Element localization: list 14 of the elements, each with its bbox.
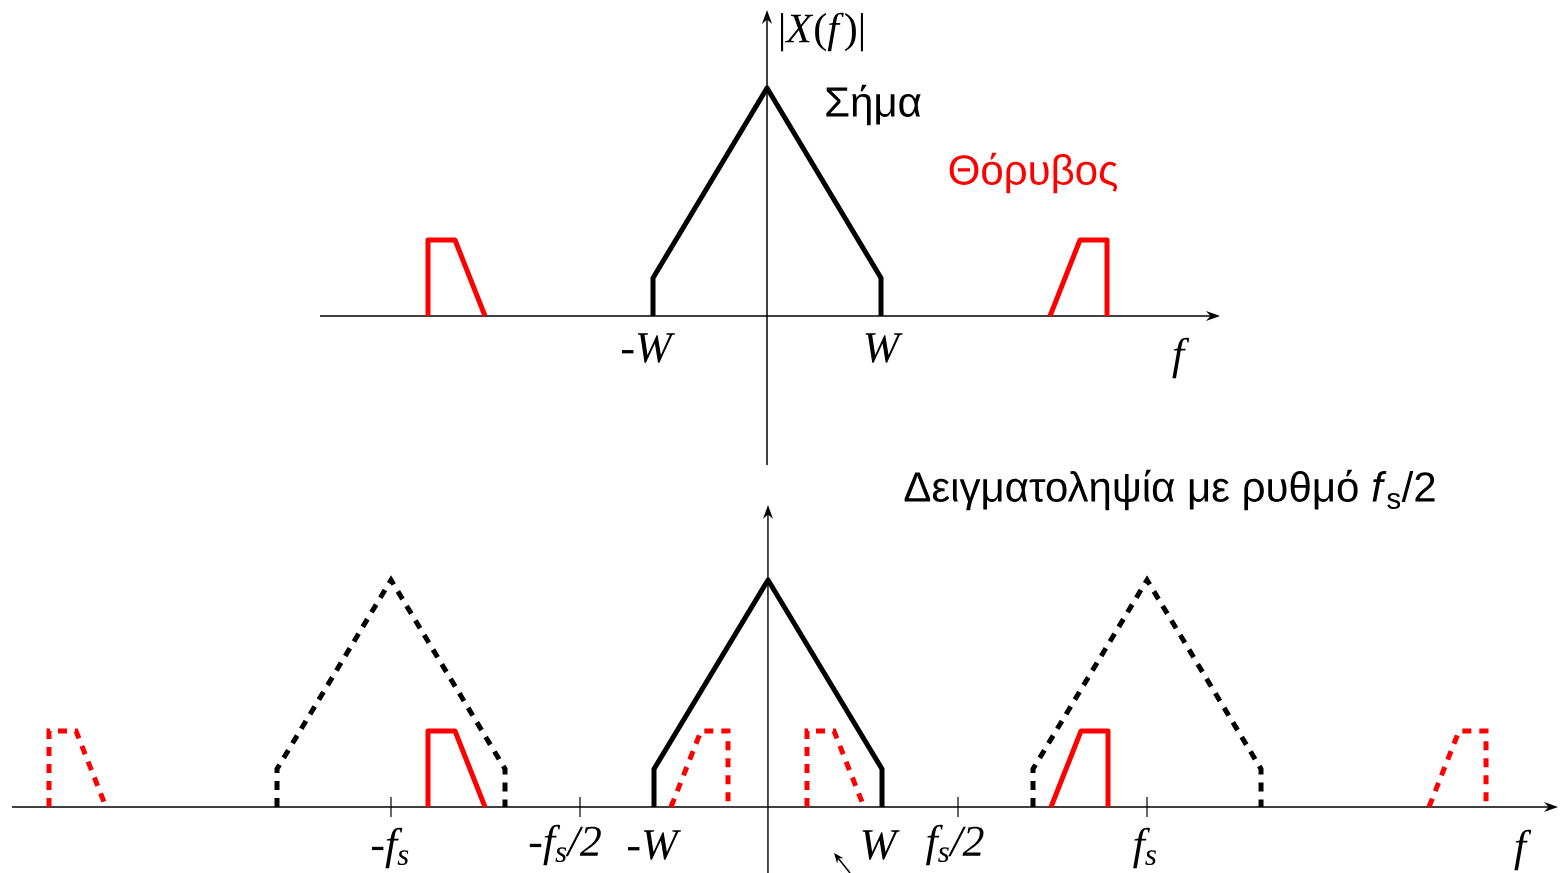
tick-label: W (865, 333, 903, 363)
tick-label: f (1514, 829, 1532, 871)
axis-label: |X(f)| (781, 12, 863, 52)
tick-label: W (862, 830, 900, 860)
heading: Δειγματοληψία με ρυθμό f$_{s}$/2 (904, 469, 1435, 511)
tick-label: f$_{s}$/2 (926, 824, 984, 866)
tick-label: f (1172, 337, 1190, 379)
tick-label: -f$_{s}$/2 (529, 824, 601, 866)
tick-label: f$_{s}$ (1133, 827, 1156, 869)
tick-label: -W (628, 830, 681, 860)
tick-label: -W (622, 333, 675, 363)
curve-label: Σήμα (826, 84, 921, 126)
tick-label: -f$_{s}$ (371, 827, 409, 869)
curve-label: Θόρυβος (949, 152, 1118, 194)
